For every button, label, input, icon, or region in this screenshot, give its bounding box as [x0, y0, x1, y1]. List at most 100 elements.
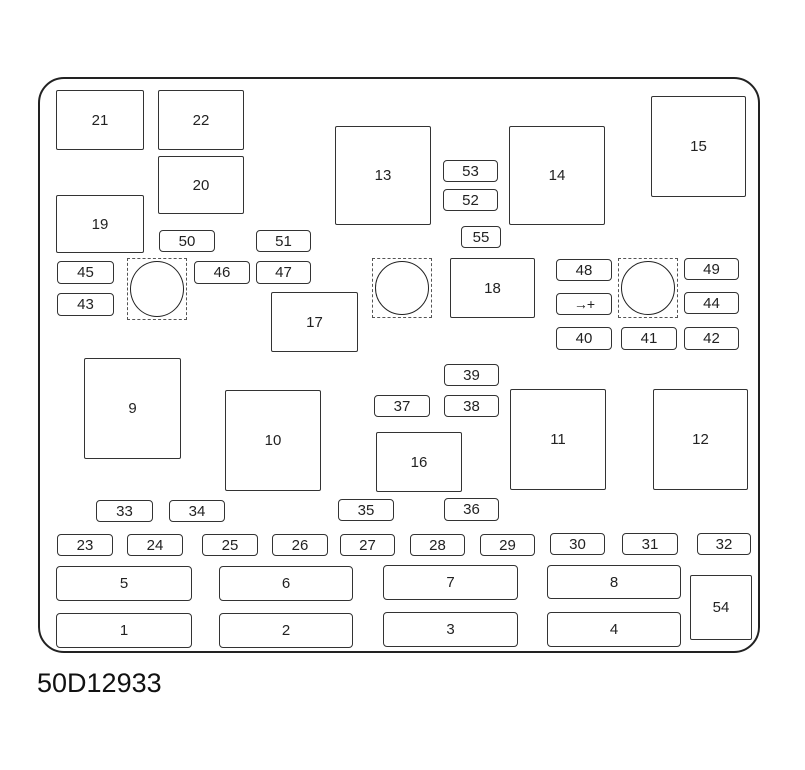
- fuse-38: 38: [444, 395, 499, 417]
- relay-label: 13: [374, 167, 392, 184]
- fuse-48: 48: [556, 259, 612, 281]
- relay-label: 22: [192, 111, 210, 129]
- fuse-55: 55: [461, 226, 501, 248]
- fuse-label: 46: [213, 264, 231, 281]
- cavity-circle: [621, 261, 675, 315]
- fuse-label: 24: [146, 536, 164, 554]
- relay-22: 22: [158, 90, 244, 150]
- fuse-label: 52: [462, 191, 479, 209]
- fuse-29: 29: [480, 534, 535, 556]
- fuse-51: 51: [256, 230, 311, 252]
- diode: →+: [556, 293, 612, 315]
- relay-label: 19: [91, 215, 109, 233]
- relay-21: 21: [56, 90, 144, 150]
- relay-18: 18: [450, 258, 535, 318]
- fuse-label: 28: [429, 536, 446, 554]
- fuse-32: 32: [697, 533, 751, 555]
- fuse-39: 39: [444, 364, 499, 386]
- fuse-47: 47: [256, 261, 311, 284]
- fuse-label: 4: [609, 621, 619, 638]
- fuse-label: 41: [640, 330, 658, 347]
- maxi-fuse-7: 7: [383, 565, 518, 600]
- fuse-33: 33: [96, 500, 153, 522]
- fuse-label: 8: [609, 573, 619, 591]
- maxi-fuse-1: 1: [56, 613, 192, 648]
- relay-15: 15: [651, 96, 746, 197]
- fuse-label: 2: [281, 622, 291, 639]
- relay-label: 21: [91, 111, 109, 129]
- relay-19: 19: [56, 195, 144, 253]
- fuse-label: 26: [291, 536, 309, 554]
- relay-17: 17: [271, 292, 358, 352]
- fuse-23: 23: [57, 534, 113, 556]
- relay-label: 17: [306, 313, 323, 331]
- relay-label: 18: [484, 279, 501, 297]
- figure-code: 50D12933: [37, 668, 162, 698]
- fuse-label: 37: [393, 397, 411, 415]
- fuse-31: 31: [622, 533, 678, 555]
- relay-label: 10: [264, 432, 282, 449]
- fuse-27: 27: [340, 534, 395, 556]
- fuse-label: 29: [499, 536, 516, 554]
- fuse-label: 44: [703, 294, 720, 312]
- fuse-35: 35: [338, 499, 394, 521]
- cavity-circle: [375, 261, 429, 315]
- relay-13: 13: [335, 126, 431, 225]
- fuse-label: 50: [178, 232, 196, 250]
- relay-20: 20: [158, 156, 244, 214]
- fuse-label: 48: [575, 261, 593, 279]
- relay-label: 14: [548, 167, 566, 184]
- relay-label: 16: [410, 453, 428, 471]
- fuse-54: 54: [690, 575, 752, 640]
- round-cavity-left: [127, 258, 187, 320]
- fuse-43: 43: [57, 293, 114, 316]
- fuse-34: 34: [169, 500, 225, 522]
- fuse-block-outline: [38, 77, 760, 653]
- fuse-46: 46: [194, 261, 250, 284]
- fuse-label: 1: [119, 622, 129, 639]
- fuse-label: 51: [275, 232, 292, 250]
- relay-label: 12: [692, 431, 709, 448]
- fuse-label: 47: [275, 264, 292, 281]
- fuse-label: 25: [221, 536, 239, 554]
- fuse-label: 40: [575, 330, 593, 347]
- fuse-label: 35: [357, 501, 375, 519]
- cavity-circle: [130, 261, 184, 317]
- fuse-label: 7: [446, 574, 455, 591]
- fuse-label: 3: [446, 621, 455, 638]
- fuse-label: 54: [712, 599, 730, 616]
- maxi-fuse-8: 8: [547, 565, 681, 599]
- maxi-fuse-6: 6: [219, 566, 353, 601]
- relay-label: 20: [192, 176, 210, 194]
- fuse-label: 36: [463, 501, 480, 518]
- fuse-45: 45: [57, 261, 114, 284]
- fuse-42: 42: [684, 327, 739, 350]
- maxi-fuse-5: 5: [56, 566, 192, 601]
- fuse-label: 34: [188, 502, 206, 520]
- relay-12: 12: [653, 389, 748, 490]
- fuse-25: 25: [202, 534, 258, 556]
- fuse-label: 43: [77, 296, 94, 313]
- fuse-40: 40: [556, 327, 612, 350]
- fuse-44: 44: [684, 292, 739, 314]
- fuse-label: 42: [703, 330, 720, 347]
- fuse-label: 55: [472, 228, 490, 246]
- fuse-label: 49: [703, 260, 720, 278]
- fuse-52: 52: [443, 189, 498, 211]
- round-cavity-center: [372, 258, 432, 318]
- relay-11: 11: [510, 389, 606, 490]
- fuse-41: 41: [621, 327, 677, 350]
- fuse-label: 45: [77, 264, 94, 281]
- maxi-fuse-2: 2: [219, 613, 353, 648]
- relay-label: 9: [128, 400, 137, 417]
- fuse-49: 49: [684, 258, 739, 280]
- fuse-label: 23: [76, 536, 94, 554]
- fuse-label: 6: [281, 575, 291, 592]
- fuse-label: 38: [463, 397, 480, 415]
- fuse-26: 26: [272, 534, 328, 556]
- maxi-fuse-4: 4: [547, 612, 681, 647]
- fuse-label: 53: [462, 162, 479, 180]
- fuse-37: 37: [374, 395, 430, 417]
- fuse-28: 28: [410, 534, 465, 556]
- fuse-label: 31: [641, 535, 659, 553]
